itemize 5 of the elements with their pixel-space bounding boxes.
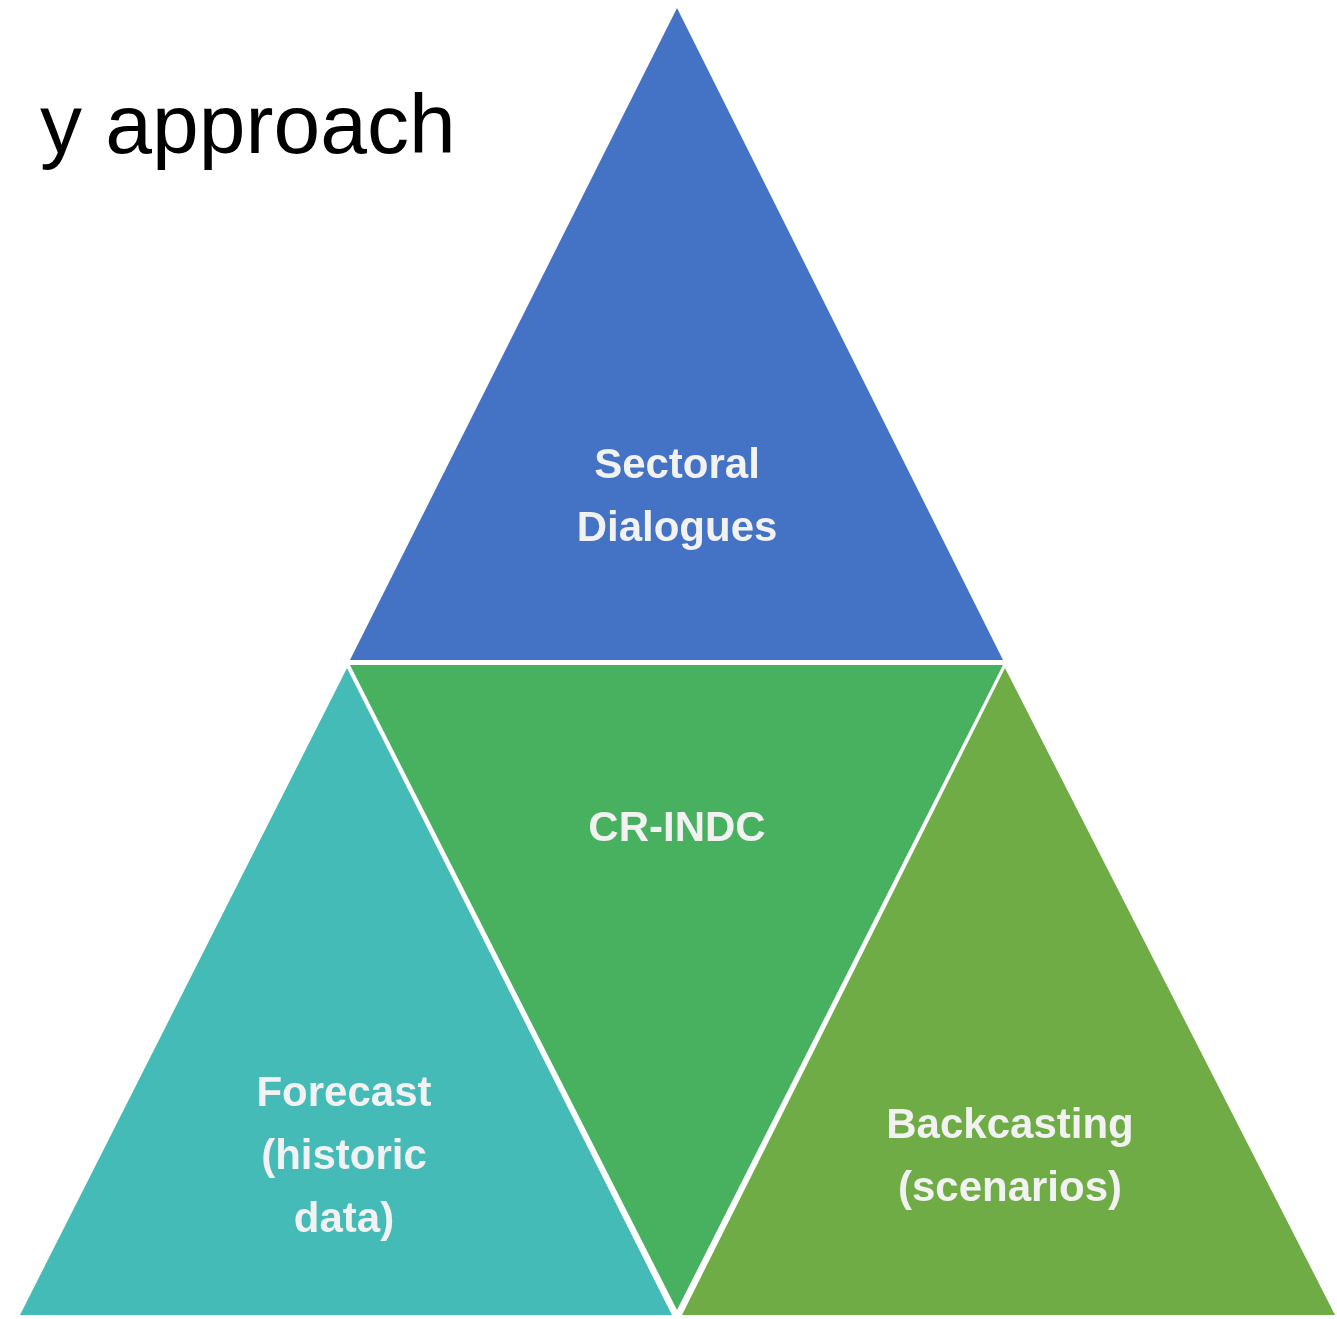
diagram-title: y approach xyxy=(40,78,456,171)
segment-label: Sectoral Dialogues xyxy=(575,439,779,552)
segment-label: Forecast (historic data) xyxy=(255,1067,433,1243)
segment-label: CR-INDC xyxy=(587,802,767,852)
segment-label: Backcasting (scenarios) xyxy=(885,1099,1135,1212)
